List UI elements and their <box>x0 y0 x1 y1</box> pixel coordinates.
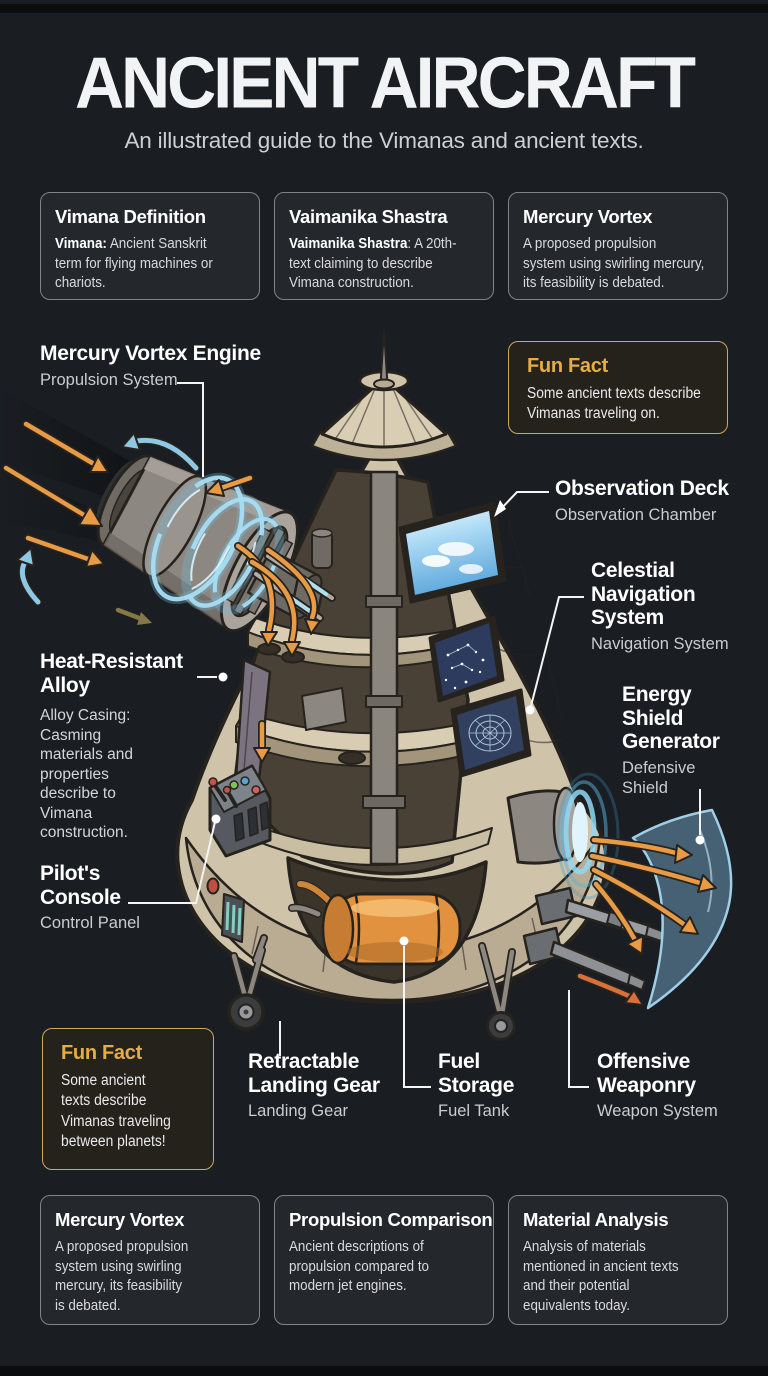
card-lead: Vaimanika Shastra <box>289 235 408 252</box>
info-card-vimana-definition: Vimana Definition Vimana: Ancient Sanskr… <box>40 192 260 300</box>
flow-arrows <box>234 542 321 763</box>
fun-fact-bottom: Fun Fact Some ancient texts describe Vim… <box>42 1028 214 1170</box>
card-title: Vimana Definition <box>55 206 206 227</box>
info-card-propulsion-comparison: Propulsion Comparison Ancient descriptio… <box>274 1195 494 1325</box>
fuel-bay <box>286 856 488 984</box>
top-band <box>0 4 768 13</box>
callout-offensive-weaponry: Offensive Weaponry Weapon System <box>597 1050 737 1121</box>
dot-console <box>211 814 221 824</box>
callout-title: Offensive Weaponry <box>597 1050 696 1097</box>
callout-observation-deck: Observation Deck Observation Chamber <box>555 477 750 525</box>
callout-mercury-vortex-engine: Mercury Vortex Engine Propulsion System <box>40 342 320 390</box>
console-button-red <box>251 785 261 795</box>
callout-title: Observation Deck <box>555 477 729 500</box>
observation-window <box>398 501 507 604</box>
callout-subtitle: Weapon System <box>597 1102 718 1121</box>
observation-arrowhead <box>494 500 506 517</box>
bottom-band <box>0 1366 768 1376</box>
callout-heat-resistant-alloy: Heat-Resistant Alloy Alloy Casing: Casmi… <box>40 650 215 843</box>
callout-title: Energy Shield Generator <box>622 683 720 754</box>
callout-subtitle: Navigation System <box>591 634 729 653</box>
info-card-vaimanika-shastra: Vaimanika Shastra Vaimanika Shastra: A 2… <box>274 192 494 300</box>
info-card-mercury-vortex-2: Mercury Vortex A proposed propulsion sys… <box>40 1195 260 1325</box>
leader-weaponry <box>568 990 589 1088</box>
fun-fact-top: Fun Fact Some ancient texts describe Vim… <box>508 341 728 434</box>
callout-pilots-console: Pilot's Console Control Panel <box>40 862 160 933</box>
shield-emitter <box>506 772 620 900</box>
callout-energy-shield-generator: Energy Shield Generator Defensive Shield <box>622 683 747 798</box>
page-subtitle: An illustrated guide to the Vimanas and … <box>124 128 644 153</box>
card-title: Mercury Vortex <box>55 1209 185 1230</box>
info-card-material-analysis: Material Analysis Analysis of materials … <box>508 1195 728 1325</box>
dot-navigation <box>525 705 535 715</box>
card-body: A proposed propulsion system using swirl… <box>523 234 713 293</box>
leader-observation <box>498 491 549 512</box>
central-column <box>362 470 406 866</box>
card-body: Analysis of materials mentioned in ancie… <box>523 1238 679 1314</box>
callout-body: Alloy Casing: Casming materials and prop… <box>40 707 134 842</box>
radar-panel <box>450 688 532 778</box>
card-title: Vaimanika Shastra <box>289 206 448 227</box>
storage-canister <box>311 528 333 569</box>
callout-title: Pilot's Console <box>40 862 121 909</box>
dot-fuel <box>399 936 409 946</box>
card-title: Mercury Vortex <box>523 206 653 227</box>
callout-celestial-navigation: Celestial Navigation System Navigation S… <box>591 559 741 654</box>
callout-subtitle: Fuel Tank <box>438 1102 510 1121</box>
callout-fuel-storage: Fuel Storage Fuel Tank <box>438 1050 543 1121</box>
dot-shield <box>695 835 705 845</box>
landing-gear-left <box>227 934 268 1031</box>
callout-subtitle: Observation Chamber <box>555 505 717 524</box>
callout-subtitle: Propulsion System <box>40 370 178 389</box>
leader-lines <box>128 382 705 1088</box>
card-text: A proposed propulsion system using swirl… <box>523 235 705 291</box>
callout-title: Retractable Landing Gear <box>248 1050 380 1097</box>
page-title: ANCIENT AIRCRAFT <box>74 43 696 124</box>
pilot-console <box>208 764 272 858</box>
card-text: : A 20th- text claiming to describe Vima… <box>289 235 457 291</box>
intake-arrows <box>2 420 254 625</box>
fun-fact-body: Some ancient texts describe Vimanas trav… <box>527 385 701 423</box>
callout-subtitle: Landing Gear <box>248 1102 348 1121</box>
card-body: Ancient descriptions of propulsion compa… <box>289 1238 429 1294</box>
card-title: Material Analysis <box>523 1209 669 1230</box>
info-card-mercury-vortex: Mercury Vortex A proposed propulsion sys… <box>508 192 728 300</box>
callout-title: Heat-Resistant Alloy <box>40 650 183 697</box>
callout-title: Fuel Storage <box>438 1050 515 1097</box>
leader-fuel <box>403 946 431 1088</box>
card-text: Ancient Sanskrit term for flying machine… <box>55 235 213 291</box>
star-map-panel <box>428 615 505 703</box>
fuel-tank <box>288 880 462 966</box>
card-body: Vaimanika Shastra: A 20th- text claiming… <box>289 234 479 293</box>
callout-title: Celestial Navigation System <box>591 559 696 630</box>
fun-fact-title: Fun Fact <box>61 1042 142 1064</box>
top-cap <box>310 329 458 462</box>
callout-title: Mercury Vortex Engine <box>40 342 261 365</box>
energy-shield <box>631 808 733 1010</box>
fun-fact-title: Fun Fact <box>527 355 608 377</box>
leader-console <box>128 821 216 904</box>
vortex-swirls <box>148 472 284 615</box>
landing-gear-right <box>478 942 516 1041</box>
console-button-green <box>229 780 239 790</box>
callout-subtitle: Control Panel <box>40 914 140 933</box>
dot-alloy <box>218 672 228 682</box>
shield-arrows <box>576 836 717 1006</box>
leader-navigation <box>530 596 584 707</box>
card-title: Propulsion Comparison <box>289 1209 493 1230</box>
console-button-blue <box>240 776 250 786</box>
hull-details <box>206 877 245 943</box>
antenna-spike <box>379 329 389 385</box>
card-body: A proposed propulsion system using swirl… <box>55 1238 189 1314</box>
card-body: Vimana: Ancient Sanskrit term for flying… <box>55 234 245 293</box>
card-lead: Vimana: <box>55 235 107 252</box>
callout-subtitle: Defensive Shield <box>622 758 696 797</box>
callout-landing-gear: Retractable Landing Gear Landing Gear <box>248 1050 408 1121</box>
leader-engine <box>177 382 204 477</box>
fun-fact-body: Some ancient texts describe Vimanas trav… <box>61 1072 171 1151</box>
